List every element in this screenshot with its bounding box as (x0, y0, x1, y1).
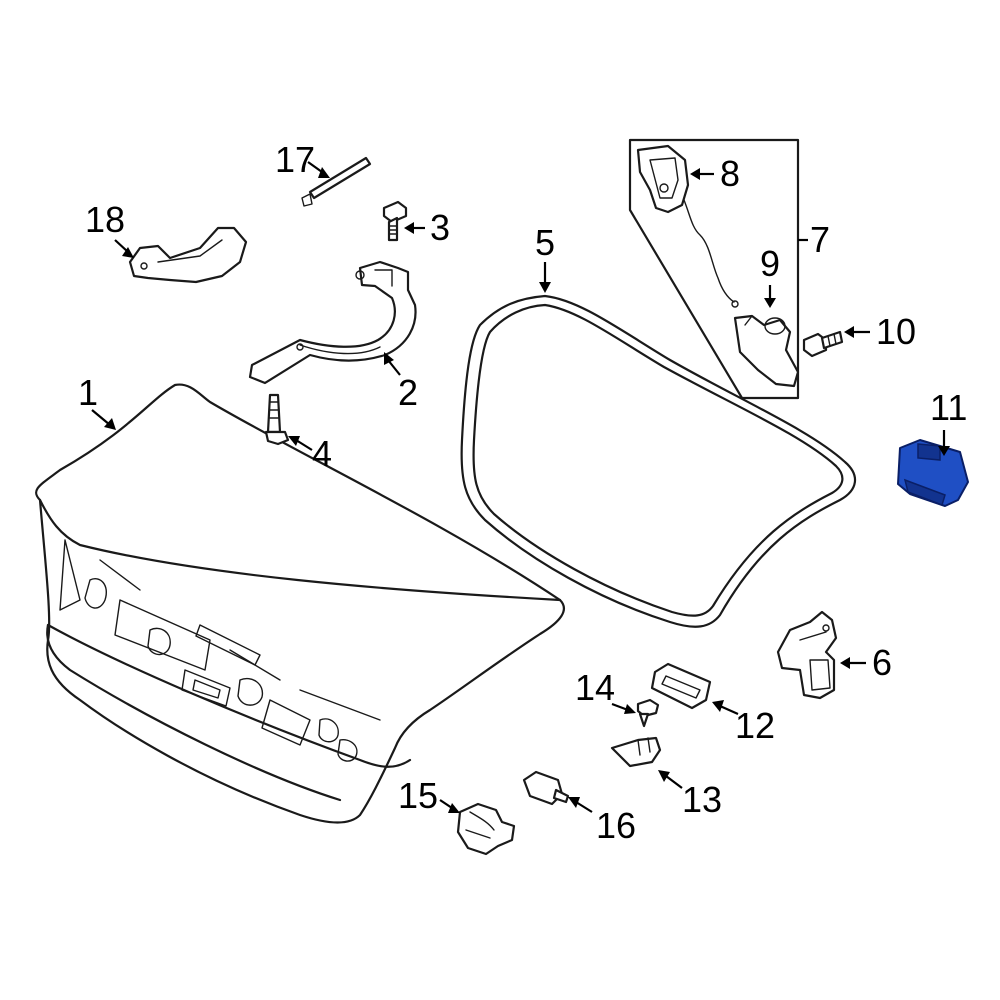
part-5-weatherstrip[interactable] (460, 294, 856, 628)
svg-text:11: 11 (930, 387, 967, 428)
svg-text:16: 16 (596, 805, 636, 846)
part-9-actuator[interactable] (733, 314, 800, 388)
part-3-bolt[interactable] (382, 200, 408, 242)
part-8-latch[interactable] (636, 144, 739, 308)
svg-text:4: 4 (312, 433, 332, 474)
callout-2: 2 (384, 352, 418, 413)
part-7-latch-assembly[interactable] (628, 138, 800, 400)
part-6-striker[interactable] (776, 610, 838, 700)
part-16-bumper[interactable] (522, 770, 570, 806)
callout-16: 16 (568, 797, 636, 846)
callout-1: 1 (78, 372, 116, 430)
part-1-trunk-lid[interactable] (35, 383, 565, 824)
part-13-clip[interactable] (610, 736, 662, 768)
svg-text:8: 8 (720, 153, 740, 194)
callout-3: 3 (404, 207, 450, 248)
part-4-stud-bolt[interactable] (264, 393, 290, 446)
callout-6: 6 (840, 642, 892, 683)
callout-14: 14 (575, 667, 636, 714)
callout-5: 5 (535, 222, 555, 293)
part-11-switch[interactable] (897, 439, 969, 507)
svg-text:14: 14 (575, 667, 615, 708)
svg-text:7: 7 (810, 219, 830, 260)
svg-text:6: 6 (872, 642, 892, 683)
part-17-rod[interactable] (301, 156, 372, 207)
svg-text:2: 2 (398, 372, 418, 413)
svg-text:9: 9 (760, 243, 780, 284)
part-18-bracket[interactable] (128, 226, 248, 284)
callout-13: 13 (658, 770, 722, 820)
callout-18: 18 (85, 199, 134, 258)
svg-text:18: 18 (85, 199, 125, 240)
svg-text:17: 17 (275, 139, 315, 180)
part-10-bolt[interactable] (802, 330, 844, 358)
callout-8: 8 (690, 153, 740, 194)
callout-7: 7 (798, 219, 830, 260)
callout-17: 17 (275, 139, 330, 180)
svg-text:10: 10 (876, 311, 916, 352)
part-15-connector[interactable] (456, 802, 516, 856)
svg-text:3: 3 (430, 207, 450, 248)
svg-text:1: 1 (78, 372, 98, 413)
part-12-cover[interactable] (650, 662, 712, 710)
callout-12: 12 (712, 700, 775, 746)
callout-11: 11 (930, 387, 967, 456)
callout-4: 4 (288, 433, 332, 474)
svg-text:13: 13 (682, 779, 722, 820)
callout-15: 15 (398, 775, 460, 816)
svg-text:12: 12 (735, 705, 775, 746)
svg-text:15: 15 (398, 775, 438, 816)
svg-text:5: 5 (535, 222, 555, 263)
part-14-screw[interactable] (636, 698, 660, 728)
callout-10: 10 (844, 311, 916, 352)
part-2-hinge[interactable] (248, 260, 417, 385)
callout-9: 9 (760, 243, 780, 308)
